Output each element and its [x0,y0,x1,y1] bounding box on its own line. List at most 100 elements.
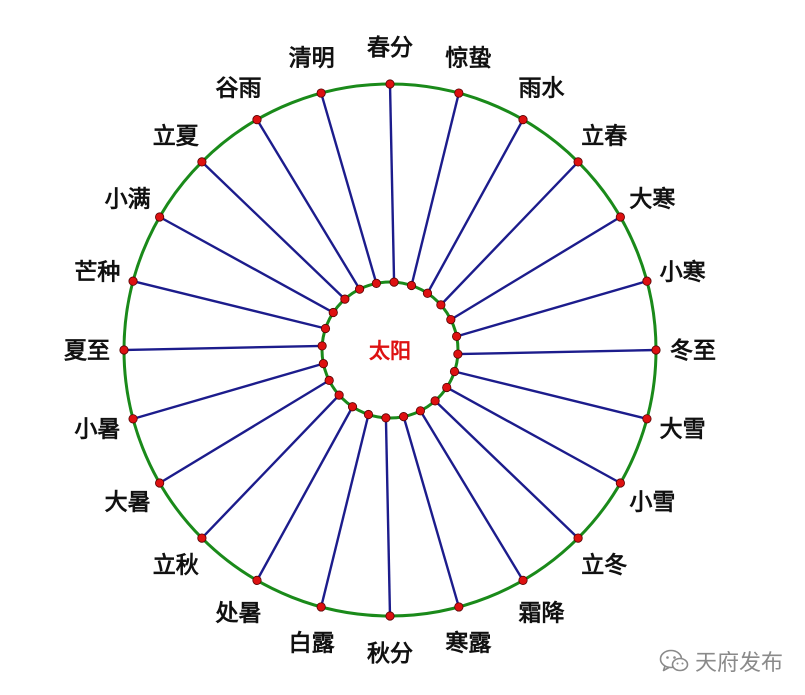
solar-term-label: 小雪 [629,489,675,516]
orbit-point [642,414,652,424]
sun-point [399,412,409,422]
sun-point [340,294,350,304]
sun-point [430,396,440,406]
sun-point [324,375,334,386]
sun-point [452,331,462,341]
sun-point [320,323,331,334]
spoke-line [450,215,621,321]
sun-point [406,280,417,291]
watermark-text: 天府发布 [694,651,783,676]
spoke-line [201,161,346,300]
spoke-line [454,370,648,421]
spokes [123,83,657,617]
solar-term-label: 大雪 [660,415,706,442]
spoke-line [388,83,396,283]
orbit-point [252,575,262,585]
sun-point [449,366,460,377]
orbit-point [642,276,652,286]
sun-point [347,402,358,412]
spoke-line [319,414,370,608]
orbit-point [128,276,138,286]
orbit-point [385,79,395,89]
sun-point [422,288,433,298]
orbit-point [573,157,583,167]
orbit-point [316,88,326,98]
orbit-point [454,602,464,612]
orbit-point [573,533,583,543]
sun-point [354,284,365,294]
spoke-line [159,379,330,485]
sun-point [371,278,381,288]
sun-point [317,341,327,351]
solar-term-label: 谷雨 [216,75,262,102]
sun-point [328,307,338,318]
spoke-line [123,344,323,352]
spoke-line [456,280,648,338]
sun-point [381,413,391,423]
spoke-line [440,161,579,306]
spoke-line [419,410,525,581]
orbit-point [197,157,207,167]
spoke-line [402,416,460,608]
spoke-line [320,92,378,284]
solar-term-label: 立秋 [153,551,200,578]
spoke-line [457,348,657,356]
wechat-icon [659,649,689,672]
orbit-point [316,602,326,612]
orbit-point [615,478,625,488]
spoke-line [159,215,334,314]
orbit-point [454,88,464,98]
solar-term-label: 雨水 [519,75,566,102]
spoke-line [384,417,392,617]
solar-term-label: 惊蛰 [445,44,491,71]
solar-term-label: 大寒 [629,186,675,213]
orbit-point [615,212,625,222]
solar-term-label: 清明 [289,44,335,71]
solar-term-label: 春分 [366,34,413,61]
spoke-line [201,394,340,539]
orbit-point [518,115,528,125]
spoke-line [132,362,324,420]
solar-term-label: 寒露 [445,630,492,657]
solar-term-label: 秋分 [367,640,413,667]
sun-point [415,406,426,416]
orbit-point [252,115,262,125]
sun-point [453,349,463,359]
orbit-dots [119,79,661,621]
orbit-point [155,478,165,488]
spoke-line [446,386,621,485]
spoke-line [410,92,461,286]
solar-term-label: 霜降 [519,599,566,626]
orbit-point [651,345,661,355]
solar-term-label: 小满 [105,186,151,213]
sun-point [334,390,344,400]
solar-term-label: 小暑 [74,415,120,442]
sun-point [436,300,446,310]
solar-term-label: 小寒 [660,259,706,286]
watermark: 天府发布 [659,645,783,677]
spoke-line [255,406,354,581]
orbit-point [518,575,528,585]
solar-term-label: 冬至 [670,337,716,364]
spoke-line [132,279,326,330]
sun-point [318,359,328,369]
solar-term-label: 立冬 [581,551,627,578]
spoke-line [434,400,579,539]
solar-term-label: 立夏 [153,123,200,150]
term-labels: 春分惊蛰雨水立春大寒小寒冬至大雪小雪立冬霜降寒露秋分白露处暑立秋大暑小暑夏至芒种… [64,34,716,667]
orbit-point [128,414,138,424]
sun-label: 太阳 [369,338,411,363]
solar-term-label: 处暑 [215,599,262,626]
orbit-point [155,212,165,222]
orbit-point [119,345,129,355]
sun-point [363,409,374,420]
spoke-line [255,119,361,290]
orbit-point [197,533,207,543]
sun-point [442,382,452,393]
orbit-point [385,611,395,621]
solar-term-label: 白露 [289,630,336,657]
sun-point [389,277,399,287]
spoke-line [426,119,525,294]
sun-point [446,314,456,325]
